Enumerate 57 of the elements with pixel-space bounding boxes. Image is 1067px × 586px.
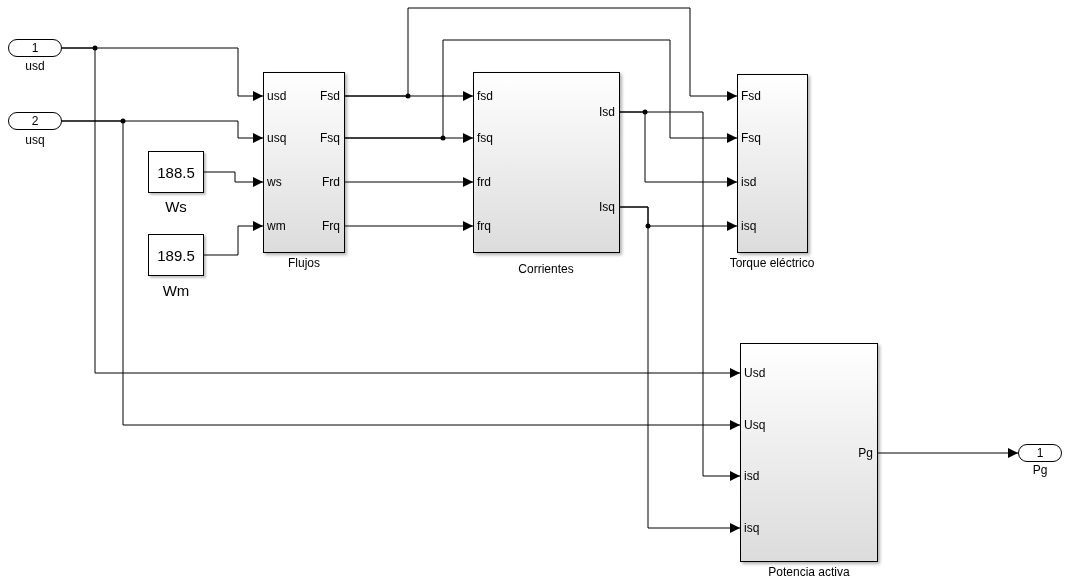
port-label: isq: [744, 522, 760, 534]
signal-line: [61, 47, 741, 378]
block-name: Wm: [162, 283, 190, 298]
port-label: wm: [267, 220, 286, 232]
port-number: 1: [1036, 447, 1044, 459]
signal-line: [619, 206, 741, 533]
port-label: Fsq: [320, 132, 340, 144]
signal-line: [203, 221, 264, 256]
signal-line: [344, 177, 474, 187]
signal-line: [344, 7, 738, 101]
port-label: Isq: [599, 201, 615, 213]
signal-line: [344, 221, 474, 231]
subsystem-block: [263, 72, 345, 253]
port-label: Pg: [858, 447, 873, 459]
subsystem-block: [740, 343, 878, 562]
block-name: usq: [25, 134, 45, 146]
port-label: Usd: [744, 367, 766, 379]
block-name: Flujos: [288, 257, 320, 269]
signal-line: [344, 39, 738, 143]
block-name: Pg: [1032, 464, 1048, 476]
port-label: Frq: [322, 220, 340, 232]
signal-line: [619, 111, 741, 481]
port-label: usd: [267, 90, 287, 102]
constant-block: [148, 151, 204, 193]
port-label: isd: [741, 176, 757, 188]
block-name: Torque eléctrico: [729, 257, 815, 269]
port-block: [1018, 444, 1062, 462]
port-label: Frd: [322, 176, 340, 188]
block-name: Ws: [165, 199, 187, 214]
port-number: 2: [31, 115, 39, 127]
subsystem-block: [737, 74, 808, 253]
port-block: [8, 112, 62, 130]
port-label: ws: [267, 176, 282, 188]
port-label: Fsq: [741, 132, 761, 144]
block-name: usd: [25, 60, 45, 72]
port-label: Usq: [744, 419, 766, 431]
port-label: Fsd: [741, 90, 761, 102]
port-label: Isd: [599, 106, 615, 118]
constant-value: 189.5: [157, 247, 195, 263]
signal-line: [203, 171, 264, 187]
block-name: Potencia activa: [768, 566, 850, 578]
port-label: fsq: [477, 132, 493, 144]
port-label: frd: [477, 176, 491, 188]
port-label: frq: [477, 220, 491, 232]
signal-line: [877, 448, 1019, 458]
port-number: 1: [31, 42, 39, 54]
port-label: isd: [744, 470, 760, 482]
port-label: fsd: [477, 90, 493, 102]
block-name: Corrientes: [518, 263, 574, 275]
constant-block: [148, 234, 204, 276]
port-label: usq: [267, 132, 287, 144]
signal-line: [61, 120, 741, 430]
port-label: isq: [741, 220, 757, 232]
subsystem-block: [473, 72, 620, 253]
port-label: Fsd: [320, 90, 340, 102]
port-block: [8, 39, 62, 57]
constant-value: 188.5: [157, 164, 195, 180]
